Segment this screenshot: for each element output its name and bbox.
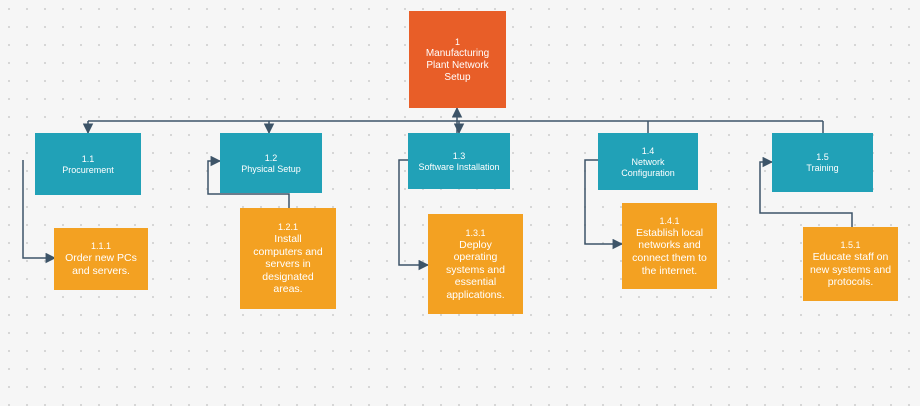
node-1-1-label: Procurement (62, 164, 114, 175)
node-1-5-1-number: 1.5.1 (840, 240, 861, 251)
connector-child-1-1-1 (22, 160, 57, 264)
connector-child-1-5-1 (759, 156, 853, 227)
node-1-3-label: Software Installation (418, 161, 500, 172)
node-1-4-1[interactable]: 1.4.1 Establish local networks and conne… (622, 203, 717, 289)
node-1-4-1-number: 1.4.1 (659, 215, 680, 226)
node-1-1-1-number: 1.1.1 (90, 241, 112, 252)
connector-child-1-4-1 (584, 159, 624, 250)
node-1-5-1[interactable]: 1.5.1 Educate staff on new systems and p… (803, 227, 898, 301)
node-1-2-1-number: 1.2.1 (277, 222, 299, 233)
node-1-3-1-label: Deploy operating systems and essential a… (446, 238, 505, 301)
node-1-2-number: 1.2 (264, 152, 278, 163)
node-1-1[interactable]: 1.1 Procurement (35, 133, 141, 195)
node-root[interactable]: 1 Manufacturing Plant Network Setup (409, 11, 506, 108)
node-1-4[interactable]: 1.4 Network Configuration (598, 133, 698, 190)
node-1-4-1-label: Establish local networks and connect the… (632, 226, 707, 277)
node-root-label: Manufacturing Plant Network Setup (425, 47, 490, 83)
node-1-5-1-label: Educate staff on new systems and protoco… (809, 251, 892, 289)
node-1-2-1[interactable]: 1.2.1 Install computers and servers in d… (240, 208, 336, 309)
node-1-2-1-label: Install computers and servers in designa… (253, 233, 323, 296)
node-1-1-1[interactable]: 1.1.1 Order new PCs and servers. (54, 228, 148, 290)
node-root-number: 1 (454, 36, 460, 47)
node-1-5[interactable]: 1.5 Training (772, 133, 873, 192)
node-1-4-label: Network Configuration (621, 156, 675, 178)
node-1-3-1-number: 1.3.1 (465, 227, 486, 238)
node-1-2-label: Physical Setup (241, 163, 301, 174)
node-1-4-number: 1.4 (641, 145, 655, 156)
node-1-1-1-label: Order new PCs and servers. (65, 252, 137, 277)
node-1-3-1[interactable]: 1.3.1 Deploy operating systems and essen… (428, 214, 523, 314)
node-1-3[interactable]: 1.3 Software Installation (408, 133, 510, 189)
node-1-1-number: 1.1 (81, 153, 95, 164)
connector-child-1-3-1 (398, 159, 430, 271)
node-1-3-number: 1.3 (452, 150, 466, 161)
connector-child-1-2-1 (207, 155, 290, 208)
node-1-5-number: 1.5 (816, 152, 829, 163)
node-1-2[interactable]: 1.2 Physical Setup (220, 133, 322, 193)
node-1-5-label: Training (806, 163, 839, 174)
